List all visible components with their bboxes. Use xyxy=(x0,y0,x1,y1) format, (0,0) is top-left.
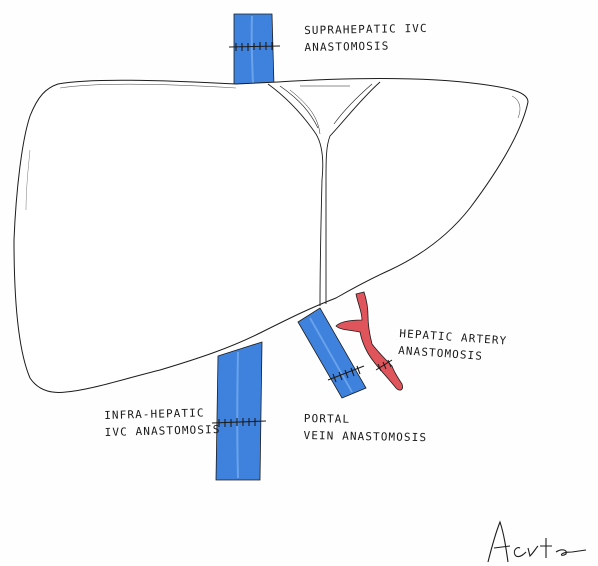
infrahepatic-ivc-anastomosis-label: INFRA-HEPATIC IVC ANASTOMOSIS xyxy=(104,404,221,441)
infrahepatic-label-line2: IVC ANASTOMOSIS xyxy=(104,421,220,441)
infrahepatic-ivc xyxy=(216,342,262,480)
artist-signature xyxy=(488,522,586,562)
portal-vein-anastomosis-label: PORTAL VEIN ANASTOMOSIS xyxy=(303,410,427,446)
portal-label-line2: VEIN ANASTOMOSIS xyxy=(303,427,427,446)
suprahepatic-ivc-anastomosis-label: SUPRAHEPATIC IVC ANASTOMOSIS xyxy=(304,20,428,56)
portal-label-line1: PORTAL xyxy=(304,410,428,429)
suprahepatic-label-line2: ANASTOMOSIS xyxy=(304,37,428,56)
suprahepatic-label-line1: SUPRAHEPATIC IVC xyxy=(304,20,428,39)
